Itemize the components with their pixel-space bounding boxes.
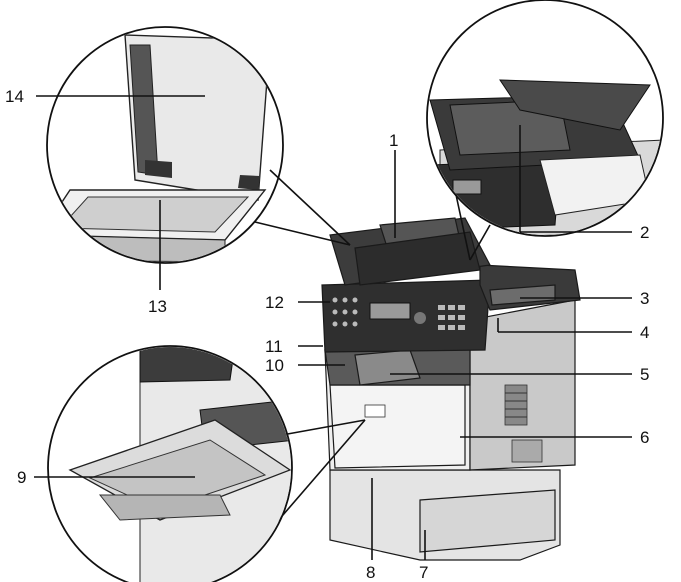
callout-11: 11 xyxy=(265,337,283,356)
callout-8: 8 xyxy=(366,563,375,582)
callout-6: 6 xyxy=(640,428,649,447)
printer-body xyxy=(321,217,581,561)
callout-2: 2 xyxy=(640,223,649,242)
side-vent xyxy=(504,384,543,463)
callout-5: 5 xyxy=(640,365,649,384)
callout-9: 9 xyxy=(17,468,26,487)
inset-exposure-glass xyxy=(46,26,351,264)
callout-10: 10 xyxy=(265,356,284,375)
callout-14: 14 xyxy=(5,87,24,106)
callout-3: 3 xyxy=(640,289,649,308)
panel-buttons xyxy=(332,297,465,330)
callout-7: 7 xyxy=(419,563,428,582)
callout-leaders xyxy=(34,95,632,560)
callout-1: 1 xyxy=(389,131,398,150)
callout-13: 13 xyxy=(148,297,167,316)
callout-numbers: 1 2 3 4 5 6 7 8 9 10 11 12 13 14 xyxy=(5,87,649,582)
inset-bypass-tray xyxy=(47,345,366,582)
callout-12: 12 xyxy=(265,293,284,312)
callout-4: 4 xyxy=(640,323,649,342)
